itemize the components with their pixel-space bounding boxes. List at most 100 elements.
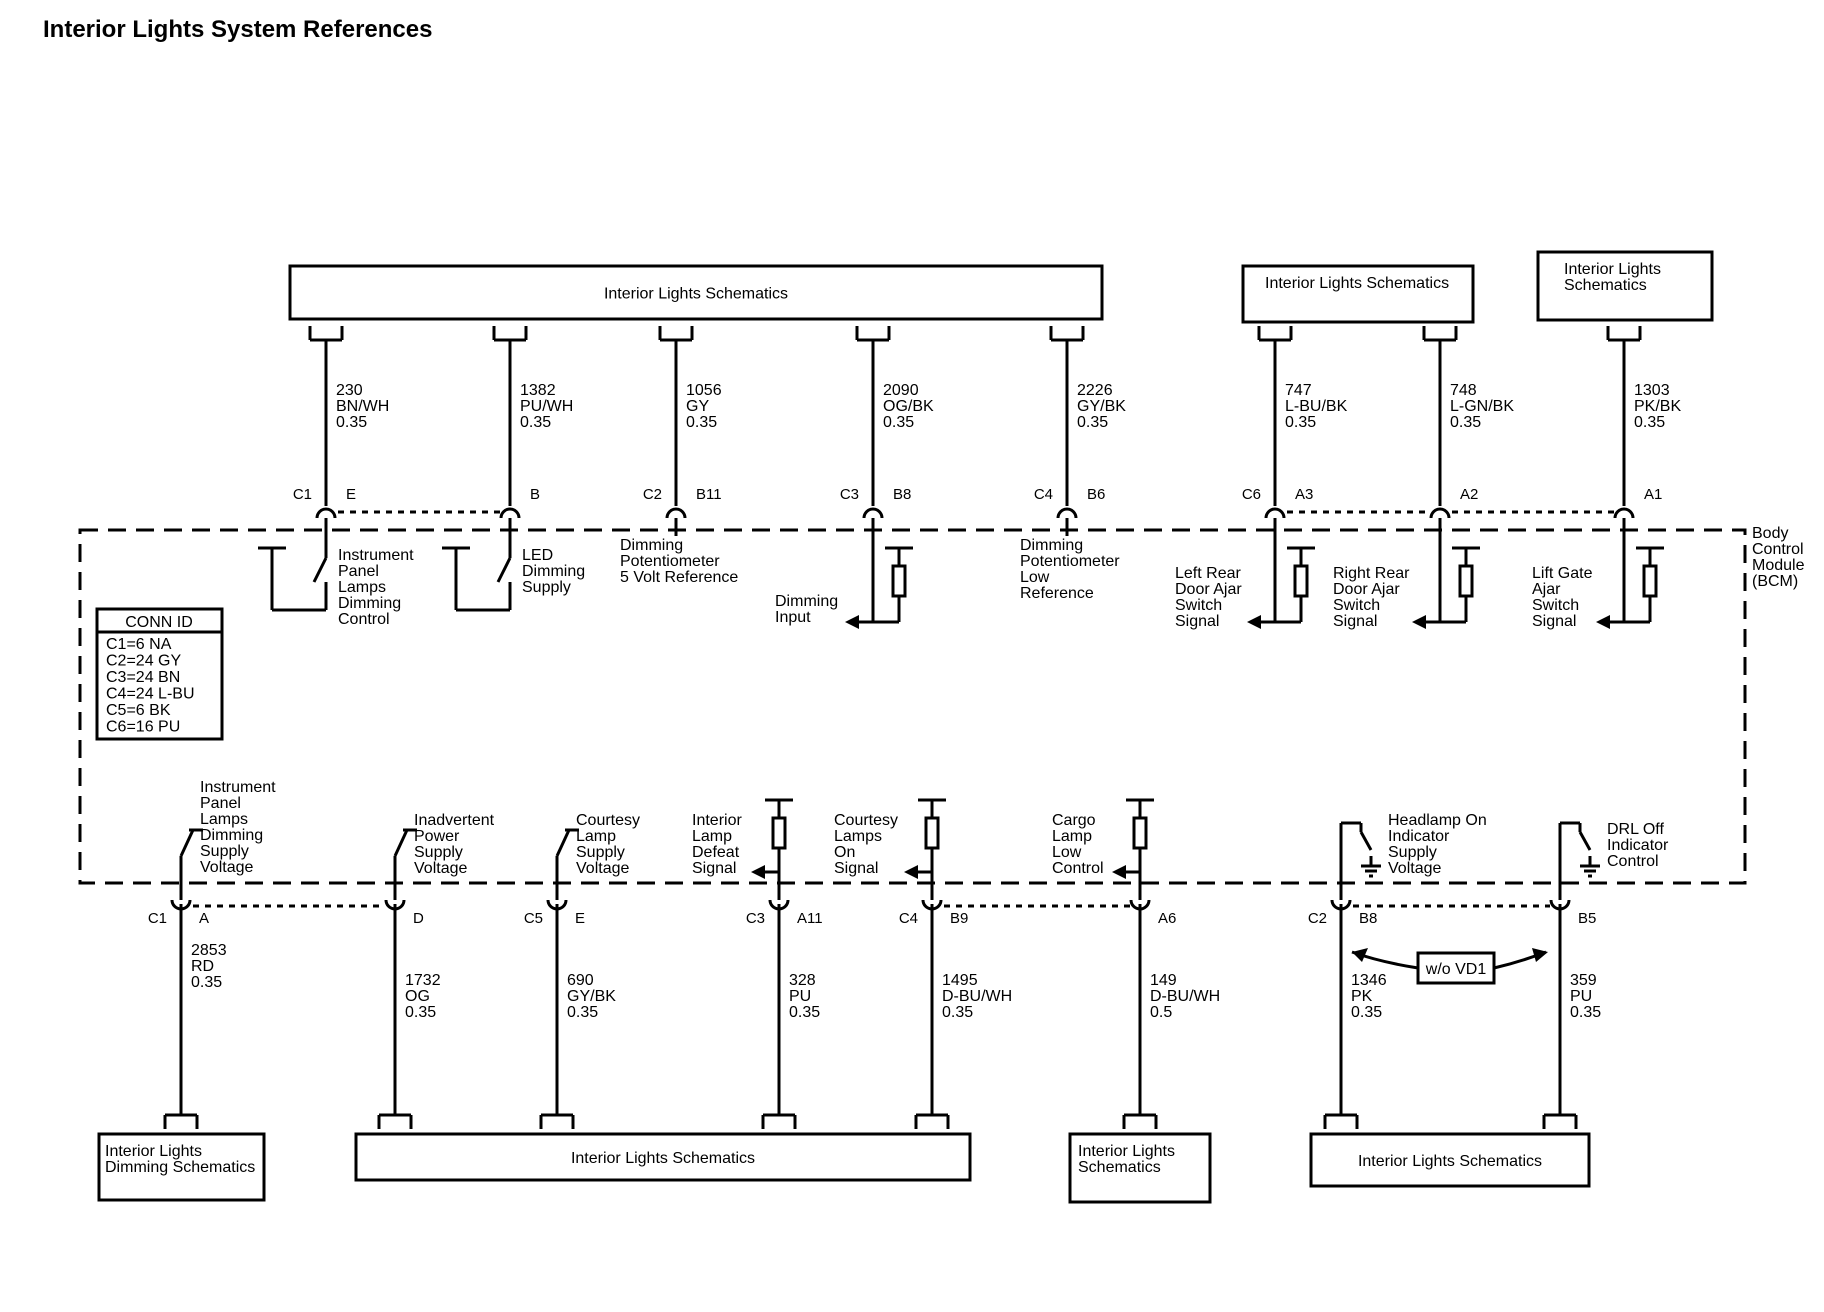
function-label: Interior: [692, 812, 742, 829]
bottom-schematic-box-label: Interior Lights Schematics: [571, 1150, 755, 1167]
connector-id: C2: [1308, 910, 1327, 927]
top-schematic-box-label: Interior Lights Schematics: [1265, 275, 1449, 292]
wire-identifier: 0.35: [1077, 414, 1108, 431]
bottom-schematic-box-frame: [97, 1132, 266, 1202]
wire-identifier: 747: [1285, 382, 1312, 399]
pull-resistor: [1642, 564, 1658, 598]
connector-cavity: [862, 507, 884, 519]
function-label: Signal: [692, 860, 736, 877]
wire-identifier: GY/BK: [1077, 398, 1126, 415]
function-label: Supply: [200, 843, 249, 860]
signal-arrow: [751, 865, 765, 879]
function-label: Low: [1020, 569, 1050, 586]
function-label: Lamp: [576, 828, 616, 845]
terminal: [1122, 1113, 1158, 1129]
switch-blade: [555, 829, 571, 857]
function-label: Left Rear: [1175, 565, 1241, 582]
top-schematic-box-frame: [1241, 264, 1475, 324]
function-label: Instrument: [338, 547, 414, 564]
function-label: Input: [775, 609, 811, 626]
function-label: Panel: [200, 795, 241, 812]
function-label: Dimming: [775, 593, 838, 610]
terminal: [658, 326, 694, 342]
function-label: Headlamp On: [1388, 812, 1487, 829]
pin-number: A: [199, 910, 209, 927]
top-schematic-box-label: Schematics: [1564, 277, 1647, 294]
wire-identifier: PU: [789, 988, 811, 1005]
driver-blade: [1359, 831, 1373, 851]
pin-number: E: [346, 486, 356, 503]
wire-identifier: PU/WH: [520, 398, 573, 415]
function-label: Indicator: [1388, 828, 1450, 845]
function-label: Dimming: [1020, 537, 1083, 554]
wire-identifier: 748: [1450, 382, 1477, 399]
wire-identifier: L-BU/BK: [1285, 398, 1348, 415]
function-label: Switch: [1333, 597, 1380, 614]
function-label: Right Rear: [1333, 565, 1410, 582]
wire-identifier: 2226: [1077, 382, 1113, 399]
bottom-schematic-box-frame: [1309, 1132, 1591, 1188]
switch-blade: [393, 829, 409, 857]
top-schematic-box: Interior Lights Schematics: [1241, 264, 1475, 324]
wire-identifier: 359: [1570, 972, 1597, 989]
function-label: Lift Gate: [1532, 565, 1593, 582]
wire-identifier: 690: [567, 972, 594, 989]
top-schematic-box: Interior Lights Schematics: [288, 264, 1104, 321]
option-label: w/o VD1: [1425, 961, 1487, 978]
wire-identifier: 1346: [1351, 972, 1387, 989]
connector-id: C3: [840, 486, 859, 503]
function-label: Cargo: [1052, 812, 1096, 829]
wire-identifier: D-BU/WH: [942, 988, 1012, 1005]
pull-resistor: [771, 816, 787, 850]
conn-table-row: C2=24 GY: [106, 653, 181, 670]
function-label: Dimming: [620, 537, 683, 554]
top-schematic-box-label: Interior Lights Schematics: [604, 286, 788, 303]
function-label: Control: [1052, 860, 1104, 877]
pull-resistor: [891, 564, 907, 598]
function-label: Switch: [1532, 597, 1579, 614]
wire-identifier: D-BU/WH: [1150, 988, 1220, 1005]
wire-identifier: 0.35: [686, 414, 717, 431]
connector-id: C3: [746, 910, 765, 927]
connector-cavity: [1056, 507, 1078, 519]
function-label: On: [834, 844, 855, 861]
connector-cavity: [499, 507, 521, 519]
switch-blade: [179, 829, 195, 857]
connector-cavity: [1264, 507, 1286, 519]
signal-arrow: [1596, 615, 1610, 629]
bottom-schematic-box-frame: [1068, 1132, 1212, 1204]
function-label: Courtesy: [834, 812, 898, 829]
function-label: Instrument: [200, 779, 276, 796]
terminal: [855, 326, 891, 342]
terminal: [1323, 1113, 1359, 1129]
wire-identifier: 0.35: [1450, 414, 1481, 431]
function-label: Power: [414, 828, 460, 845]
bcm-outline: [78, 528, 1747, 885]
function-label: Lamps: [200, 811, 248, 828]
conn-table-row: C5=6 BK: [106, 702, 171, 719]
wire-identifier: 0.35: [883, 414, 914, 431]
pin-number: A1: [1644, 486, 1662, 503]
connector-cavity: [315, 507, 337, 519]
function-label: Lamps: [338, 579, 386, 596]
wire-identifier: 0.35: [1285, 414, 1316, 431]
wire-identifier: 0.5: [1150, 1004, 1172, 1021]
connector-id: C4: [899, 910, 918, 927]
pull-resistor: [1293, 564, 1309, 598]
bottom-schematic-box-label: Interior Lights: [1078, 1143, 1175, 1160]
function-label: Low: [1052, 844, 1082, 861]
wire-identifier: 1495: [942, 972, 978, 989]
